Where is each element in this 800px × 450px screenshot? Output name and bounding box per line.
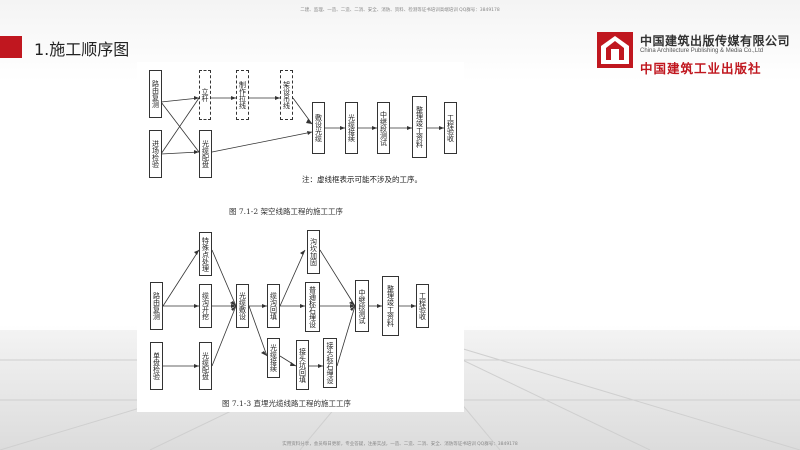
fig2-box-dan-pan-jian-yan: 单盘检验 xyxy=(150,342,163,390)
fig2-box-jie-tou-biao-shi-mai-she: 接头标石埋设 xyxy=(323,338,337,388)
figure1-connectors xyxy=(160,96,444,155)
fig2-box-pu-tong-biao-shi-mai-she: 普通标石埋设 xyxy=(305,282,320,332)
fig1-box-fu-she-guang-lan: 敷设光缆 xyxy=(312,102,325,154)
fig2-box-jie-tou-keng-hui-tian: 接头坑回填 xyxy=(296,340,309,390)
bottom-note: 实用资料分享，会员每日更新，专业答疑，注册实战，一造、二造、二消、安全、消防等证… xyxy=(282,442,518,447)
page-title: 1.施工顺序图 xyxy=(34,40,130,59)
figure2-connectors xyxy=(162,249,416,368)
fig2-caption: 图 7.1-3 直埋光缆线路工程的施工工序 xyxy=(222,399,352,408)
fig1-caption: 图 7.1-2 架空线路工程的施工工序 xyxy=(229,207,344,216)
publisher-logo-icon xyxy=(597,32,633,68)
figure1-panel: 路由复测 立杆 制作拉线 架设吊线 进场检验 光缆配盘 敷设光缆 光缆接续 中继… xyxy=(137,62,464,222)
fig1-box-zhi-zuo-la-xian: 制作拉线 xyxy=(236,70,249,120)
fig1-box-zheng-li-jun-gong-zi-liao: 整理竣工资料 xyxy=(412,96,427,158)
top-note: 二建、监理、一造、二造、二消、安全、消防、资料、检测等证书培训高端培训 QQ群号… xyxy=(300,8,500,13)
fig2-box-gong-cheng-yan-shou: 工程验收 xyxy=(416,284,429,328)
publisher-name-cn: 中国建筑出版传媒有限公司 xyxy=(640,34,791,48)
fig1-box-zhong-ji-duan-ce-shi: 中继段测试 xyxy=(377,102,390,154)
fig2-box-lu-you-fu-ce: 路由复测 xyxy=(150,282,163,330)
fig2-box-guang-lan-jie-xu: 光缆接续 xyxy=(267,338,280,378)
fig2-box-te-shu-dian-chu-li: 特殊点处理 xyxy=(199,232,212,276)
fig1-box-jia-she-diao-xian: 架设吊线 xyxy=(280,70,293,120)
fig2-box-gou-kan-jia-gu: 沟坎加固 xyxy=(307,230,320,274)
fig1-box-guang-lan-pei-pan: 光缆配盘 xyxy=(199,130,212,178)
publisher-name-en: China Architecture Publishing & Media Co… xyxy=(640,48,764,54)
fig2-box-guang-lan-fu-she: 光缆敷设 xyxy=(236,284,249,328)
fig2-box-guang-lan-pei-pan: 光缆配盘 xyxy=(199,342,212,390)
fig2-box-zhong-ji-duan-ce-shi: 中继段测试 xyxy=(355,280,369,332)
fig2-box-lan-gou-hui-tian: 缆沟回填 xyxy=(267,284,280,328)
fig1-box-guang-lan-jie-xu: 光缆接续 xyxy=(345,102,358,154)
fig2-box-lan-gou-kai-wa: 缆沟开挖 xyxy=(199,284,212,328)
fig1-box-jin-chang-jian-yan: 进场检验 xyxy=(149,130,162,178)
fig1-box-lu-you-fu-ce: 路由复测 xyxy=(149,70,162,118)
title-accent-tab xyxy=(0,36,22,58)
fig1-box-li-gan: 立杆 xyxy=(199,70,211,120)
figure2-panel: 路由复测 特殊点处理 缆沟开挖 单盘检验 光缆配盘 光缆敷设 缆沟回填 光缆接续… xyxy=(137,228,464,412)
publisher-subname: 中国建筑工业出版社 xyxy=(640,61,762,76)
fig1-box-gong-cheng-yan-shou: 工程验收 xyxy=(444,102,457,154)
fig1-note: 注：虚线框表示可能不涉及的工序。 xyxy=(302,175,422,184)
fig2-box-zheng-li-jun-gong-zi-liao: 整理竣工资料 xyxy=(382,276,399,336)
